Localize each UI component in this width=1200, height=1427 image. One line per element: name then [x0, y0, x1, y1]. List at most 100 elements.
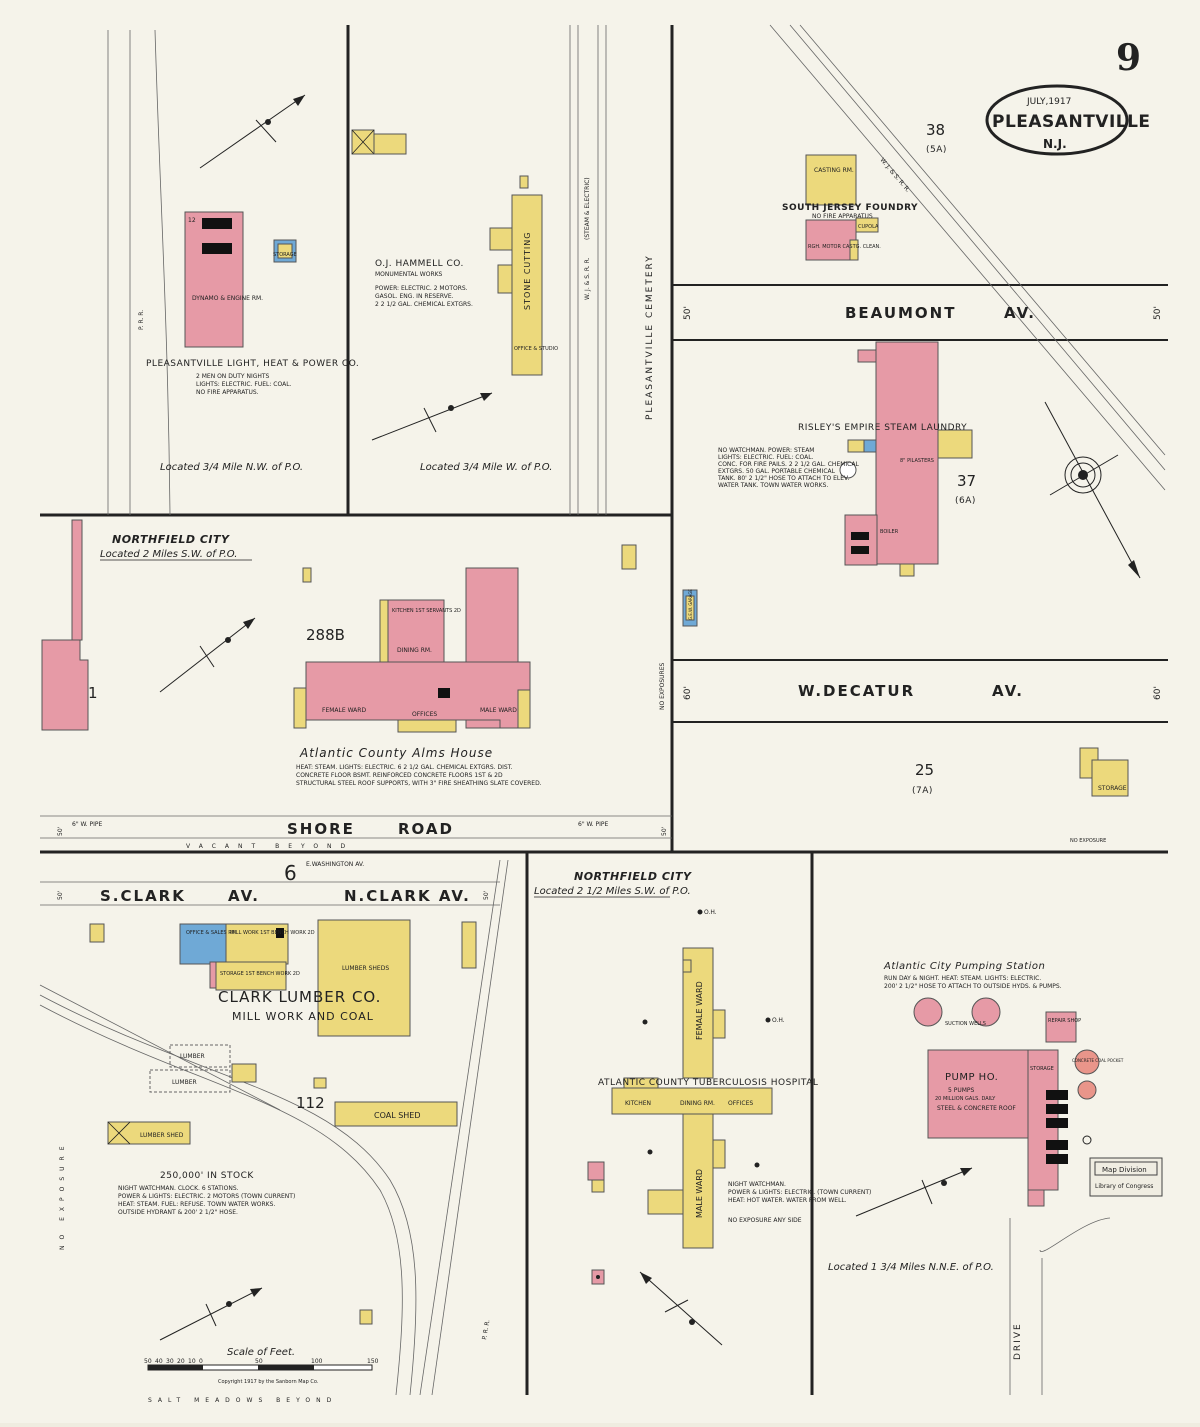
boiler-mark-1	[202, 218, 232, 229]
clark-note-2: POWER & LIGHTS: ELECTRIC. 2 MOTORS (TOWN…	[118, 1193, 295, 1200]
alms-west-strip	[71, 519, 83, 641]
male-ward-annex	[712, 1139, 726, 1169]
light-power-title: PLEASANTVILLE LIGHT, HEAT & POWER CO.	[146, 359, 359, 369]
scale-tick-label: 50	[144, 1358, 152, 1365]
block-37-vol: (6A)	[955, 496, 976, 506]
hammell-note-1: POWER: ELECTRIC. 2 MOTORS.	[375, 285, 468, 292]
pumping-title: Atlantic City Pumping Station	[883, 961, 1045, 972]
street-n-clark: N.CLARK AV.	[344, 887, 471, 905]
casting-label: CASTING RM.	[814, 167, 854, 174]
tb-female-label: FEMALE WARD	[695, 981, 704, 1040]
block-6: 6	[284, 861, 297, 885]
office-label: OFFICE & SALES RM.	[186, 930, 238, 936]
scale-tick-label: 40	[155, 1358, 163, 1365]
water-tank	[839, 461, 857, 479]
clark-boiler	[276, 928, 284, 938]
scale-tick-label: 10	[188, 1358, 196, 1365]
tb-well	[596, 1275, 600, 1279]
alms-porch-south	[397, 719, 457, 733]
light-power-note-1: 2 MEN ON DUTY NIGHTS	[196, 373, 270, 380]
street-beaumont: BEAUMONT	[845, 304, 956, 322]
width-shore-left: 50'	[57, 826, 64, 836]
clark-south-shed	[359, 1309, 373, 1325]
scale-label: Scale of Feet.	[227, 1347, 295, 1358]
laundry-title: RISLEY'S EMPIRE STEAM LAUNDRY	[798, 423, 967, 433]
lumber-sheds-label: LUMBER SHEDS	[342, 965, 389, 972]
sheet-state: N.J.	[1043, 137, 1067, 151]
rr-label-diagonal: W. J. & S. R. R.	[878, 157, 911, 194]
tb-kitchen-label: KITCHEN	[625, 1100, 651, 1107]
alms-region: NORTHFIELD CITY	[112, 533, 230, 546]
coal-pocket-2	[1077, 1080, 1097, 1100]
office-studio-label: OFFICE & STUDIO	[514, 346, 558, 352]
tb-dining-label: DINING RM.	[680, 1100, 715, 1107]
alms-center-porch	[379, 599, 389, 663]
street-w-decatur-av: AV.	[992, 682, 1024, 700]
hammell-shed-2	[373, 133, 407, 155]
width-beaumont-right: 50'	[1153, 306, 1163, 320]
block-38: 38	[926, 121, 945, 139]
width-shore-right: 50'	[661, 826, 668, 836]
tb-region: NORTHFIELD CITY	[574, 870, 692, 883]
tb-brick-shed	[587, 1161, 605, 1181]
pump-storage-label: STORAGE	[1030, 1066, 1054, 1072]
scale-tick-label: 50	[255, 1358, 263, 1365]
story-12: 12	[188, 217, 196, 224]
tb-cross-porch	[623, 1077, 659, 1089]
tb-oh-markers: O.H. O.H.	[642, 909, 785, 1168]
pump-house-label: PUMP HO.	[945, 1072, 998, 1083]
hammell-annex-2	[497, 264, 513, 294]
rr-label-prr-top: P. R. R.	[138, 310, 145, 330]
boiler-mark-4	[851, 546, 869, 554]
garage-label: G.E.W. GARAGE	[688, 589, 693, 620]
tb-note-4: NO EXPOSURE ANY SIDE	[728, 1217, 802, 1224]
laundry-front	[857, 349, 877, 363]
pump-boiler-2	[1046, 1104, 1068, 1114]
clark-note-1: NIGHT WATCHMAN. CLOCK. 6 STATIONS.	[118, 1185, 239, 1192]
street-s-clark-av: AV.	[228, 887, 260, 905]
suction-well-1	[913, 997, 943, 1027]
sheet-city: PLEASANTVILLE	[992, 112, 1151, 132]
hammell-location: Located 3/4 Mile W. of P.O.	[420, 462, 552, 473]
clark-small-shed	[89, 923, 105, 943]
scale-tick-label: 100	[311, 1358, 323, 1365]
garage-inner	[685, 595, 695, 621]
oh-label-2: O.H.	[772, 1017, 785, 1024]
storage-bench-label: STORAGE 1ST BENCH WORK 2D	[220, 971, 300, 977]
clark-subtitle: MILL WORK AND COAL	[232, 1010, 374, 1023]
rr-label-wjs: W. J. & S. R. R.	[584, 257, 591, 300]
tb-note-3: HEAT: HOT WATER. WATER FROM WELL.	[728, 1197, 847, 1204]
panel-alms-house: 1 NORTHFIELD CITY Located 2 Miles S.W. o…	[41, 519, 698, 787]
panel-hammell: W. J. & S. R. R. (STEAM & ELECTRIC) PLEA…	[351, 25, 655, 515]
dynamo-room-label: DYNAMO & ENGINE RM.	[192, 295, 263, 302]
shore-road-strip: SHORE ROAD 6" W. PIPE 6" W. PIPE 50' 50'…	[40, 815, 672, 850]
width-decatur-right: 60'	[1153, 686, 1163, 700]
no-exposure-b25: NO EXPOSURE	[1070, 838, 1106, 844]
dynamo-building	[184, 211, 244, 348]
alms-no-exposure: NO EXPOSURES	[659, 662, 666, 710]
hammell-note-3: 2 2 1/2 GAL. CHEMICAL EXTGRS.	[375, 301, 473, 308]
width-clark-left: 50'	[57, 890, 64, 900]
rr-label-prr-bottom: P. R. R.	[481, 1319, 491, 1340]
light-power-location: Located 3/4 Mile N.W. of P.O.	[160, 462, 303, 473]
pump-boiler-5	[1046, 1154, 1068, 1164]
foundry-annex	[849, 239, 859, 261]
tb-note-2: POWER & LIGHTS: ELECTRIC. (TOWN CURRENT)	[728, 1189, 871, 1196]
rr-label-wjs-elec: (STEAM & ELECTRIC)	[584, 177, 591, 240]
scale-tick-label: 0	[199, 1358, 203, 1365]
suction-label: SUCTION WELLS	[945, 1021, 986, 1027]
storage-inner	[277, 243, 293, 259]
hammell-note-2: GASOL. ENG. IN RESERVE.	[375, 293, 454, 300]
clark-no-exposure: NO EXPOSURE	[59, 1140, 66, 1250]
repair-label: REPAIR SHOP	[1048, 1018, 1081, 1024]
scale-bar-major	[258, 1365, 314, 1370]
mill-work-label: MILL WORK 1ST BENCH WORK 2D	[230, 930, 315, 936]
north-arrow-6	[639, 1271, 723, 1346]
stone-cutting-label: STONE CUTTING	[523, 232, 532, 310]
scale-tick-label: 150	[367, 1358, 379, 1365]
lumber-pile-1	[169, 1044, 231, 1068]
cupola	[855, 217, 879, 233]
